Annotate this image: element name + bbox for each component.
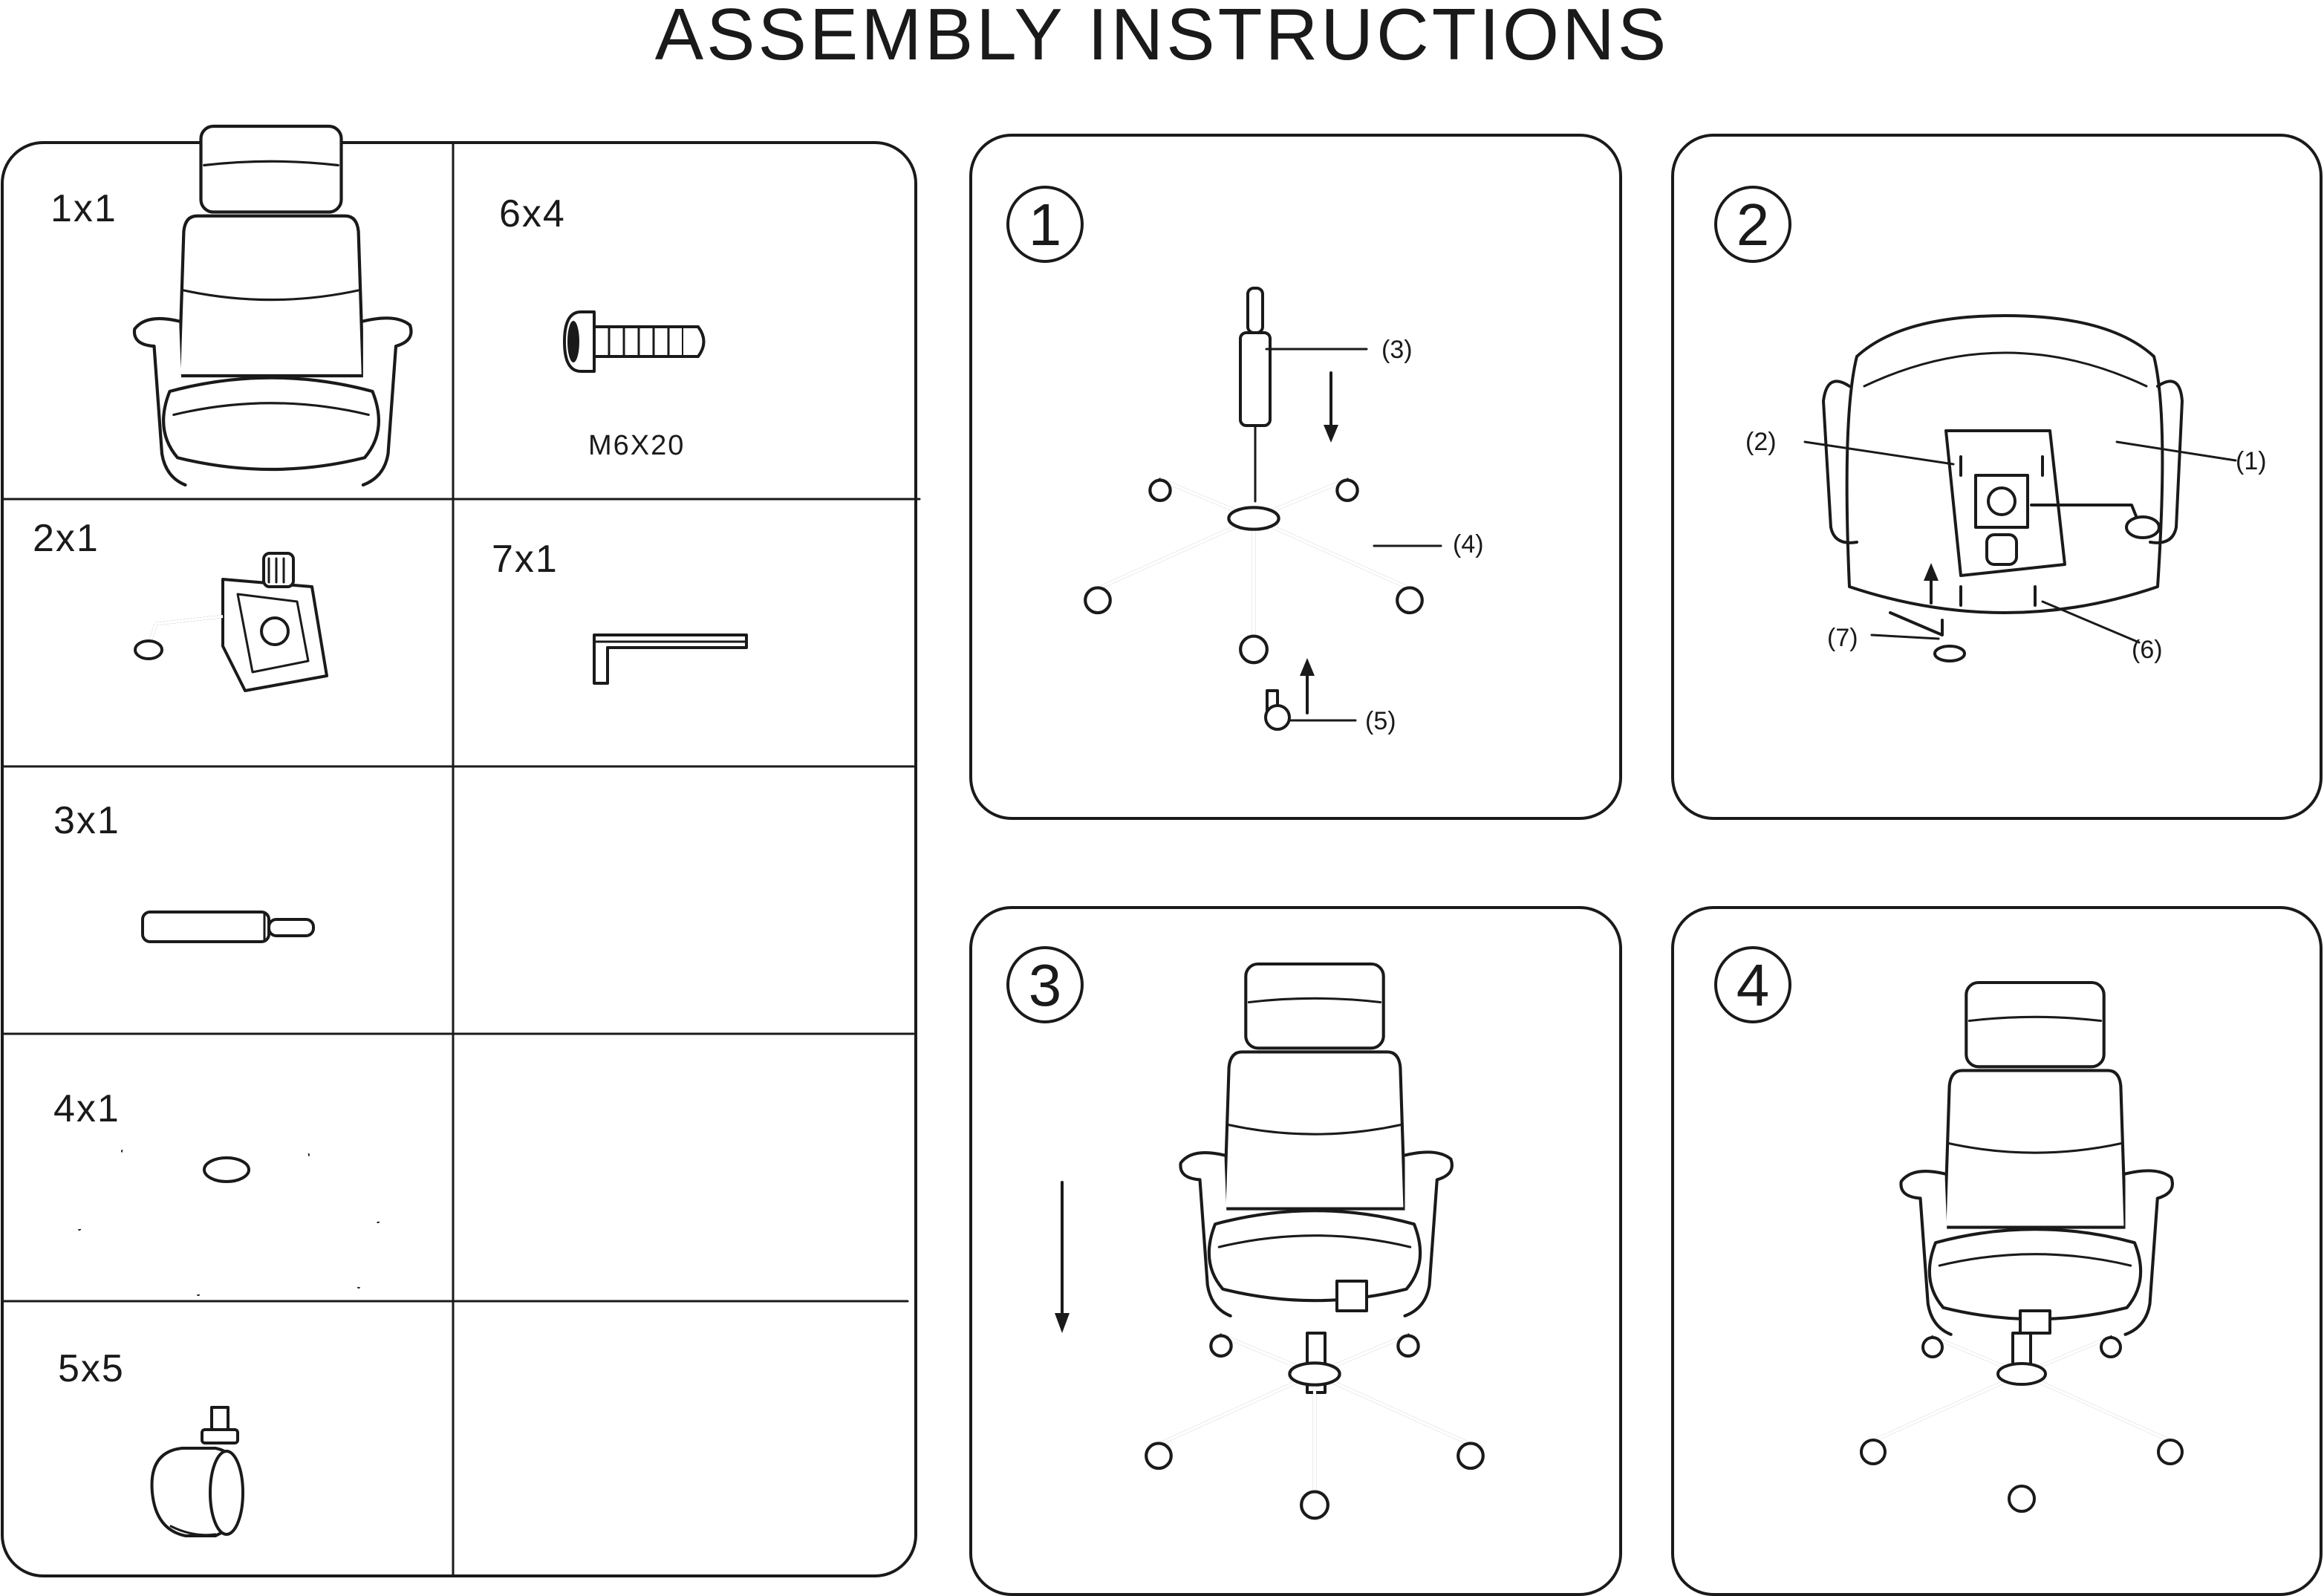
part-6-cell: 6x4 M6X20 <box>499 192 706 461</box>
step-number: 4 <box>1737 952 1770 1018</box>
part-2-cell: 2x1 <box>33 517 328 692</box>
part-qty: 7x1 <box>492 538 559 581</box>
allen-key-icon <box>593 633 748 685</box>
callout-label: (4) <box>1453 530 1484 558</box>
chair-seat-icon <box>134 126 411 485</box>
callout-label: (3) <box>1381 336 1413 364</box>
part-qty: 6x4 <box>499 192 566 235</box>
parts-inventory-panel <box>1 141 921 1577</box>
part-qty: 4x1 <box>53 1087 120 1130</box>
bolt-size-caption: M6X20 <box>588 430 685 461</box>
part-qty: 1x1 <box>51 187 117 230</box>
step-1-panel: 1 (3) (4) (5) <box>969 134 1622 820</box>
part-5-cell: 5x5 <box>58 1347 244 1537</box>
bolt-icon <box>563 310 706 373</box>
callout-label: (1) <box>2236 447 2267 475</box>
caster-wheel-icon <box>150 1406 244 1537</box>
star-base-icon <box>76 1149 380 1296</box>
gas-cylinder-icon <box>141 911 315 943</box>
part-qty: 2x1 <box>33 517 100 560</box>
step-3-panel: 3 <box>969 906 1622 1596</box>
page-title: ASSEMBLY INSTRUCTIONS <box>654 0 1670 75</box>
callout-label: (6) <box>2132 636 2163 664</box>
callout-label: (5) <box>1365 707 1396 735</box>
part-1-cell: 1x1 <box>51 126 411 485</box>
part-qty: 3x1 <box>53 799 120 842</box>
callout-label: (2) <box>1745 428 1777 456</box>
step-number: 1 <box>1029 192 1062 258</box>
step-number: 2 <box>1737 192 1770 258</box>
seat-mechanism-icon <box>134 552 328 692</box>
part-4-cell: 4x1 <box>53 1087 380 1296</box>
part-3-cell: 3x1 <box>53 799 315 943</box>
part-7-cell: 7x1 <box>492 538 748 685</box>
part-qty: 5x5 <box>58 1347 125 1390</box>
callout-label: (7) <box>1827 624 1858 652</box>
step-number: 3 <box>1029 952 1062 1018</box>
step-2-panel: 2 (2) (1) (7) (6) <box>1671 134 2323 820</box>
step-4-panel: 4 <box>1671 906 2323 1596</box>
